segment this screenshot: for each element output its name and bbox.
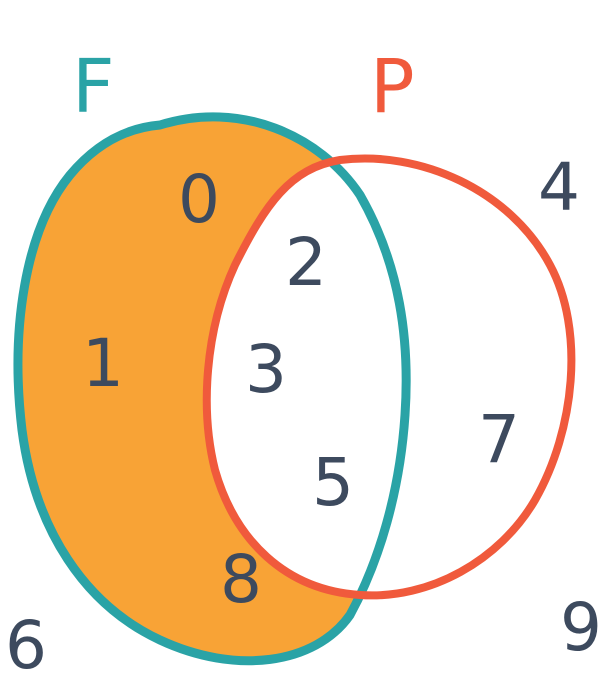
overlap-region bbox=[206, 158, 407, 596]
number-9: 9 bbox=[560, 589, 602, 666]
number-1: 1 bbox=[82, 325, 124, 402]
number-3: 3 bbox=[245, 331, 287, 408]
number-8: 8 bbox=[220, 541, 262, 618]
number-2: 2 bbox=[285, 224, 327, 301]
set-p-label: P bbox=[370, 44, 415, 130]
set-p-outline bbox=[202, 154, 576, 600]
number-7: 7 bbox=[478, 401, 520, 478]
set-f-label: F bbox=[72, 44, 115, 130]
set-f-outline bbox=[13, 112, 411, 666]
number-0: 0 bbox=[178, 161, 220, 238]
number-5: 5 bbox=[312, 444, 354, 521]
number-6: 6 bbox=[5, 607, 47, 684]
number-4: 4 bbox=[538, 149, 580, 226]
